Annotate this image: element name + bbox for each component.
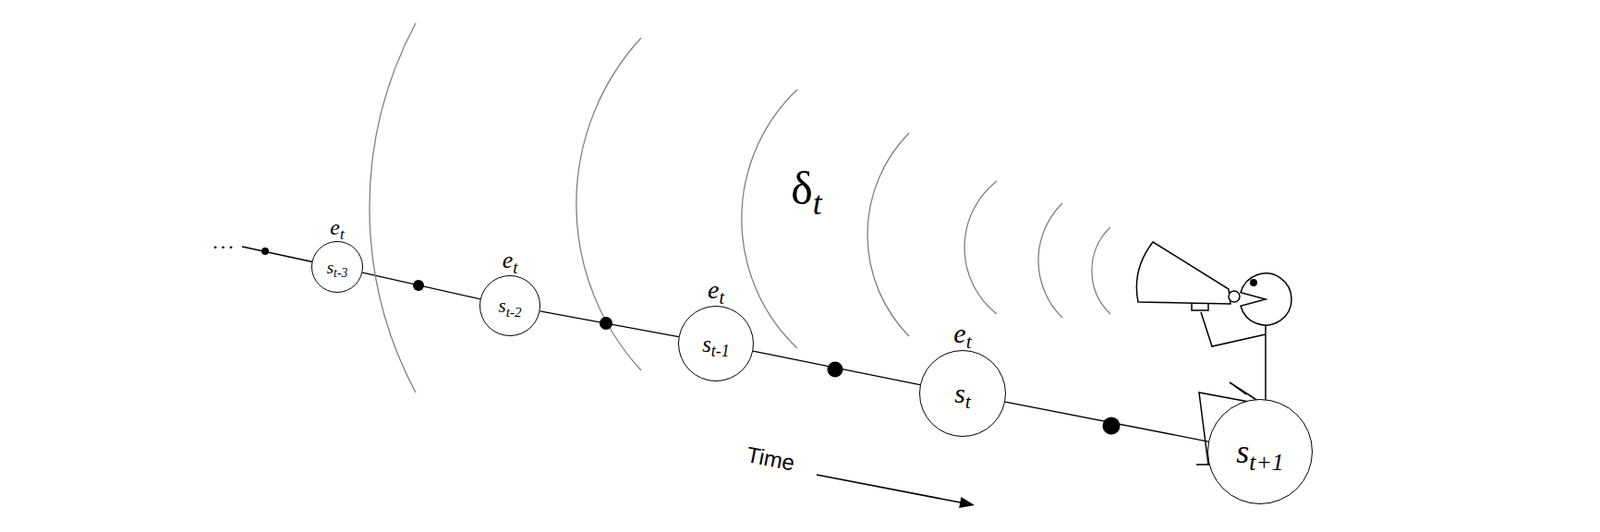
step-dot bbox=[827, 362, 844, 378]
figure-eye bbox=[1249, 278, 1258, 287]
state-circle: st+1 bbox=[1207, 399, 1313, 505]
wave-arcs bbox=[369, 23, 1111, 393]
symbol-subscript: t-2 bbox=[506, 303, 522, 319]
time-step-line bbox=[362, 272, 480, 300]
state-label: st+1 bbox=[1236, 435, 1285, 469]
time-step-line bbox=[1005, 401, 1209, 442]
state-label: st-1 bbox=[702, 332, 730, 356]
symbol-subscript: t-3 bbox=[333, 266, 348, 280]
symbol-subscript: t bbox=[339, 225, 345, 243]
step-dot bbox=[412, 279, 425, 291]
symbol-base: s bbox=[498, 294, 507, 317]
trace-label: et bbox=[329, 216, 344, 239]
symbol-base: s bbox=[702, 331, 712, 357]
time-label: Time bbox=[744, 443, 797, 475]
time-arrow-head bbox=[958, 496, 975, 509]
ellipsis: ... bbox=[212, 231, 237, 253]
symbol-base: e bbox=[502, 246, 514, 274]
symbol-subscript: t bbox=[965, 390, 971, 413]
step-dot bbox=[599, 316, 613, 330]
wave-arc bbox=[741, 89, 798, 349]
state-circle: etst-2 bbox=[479, 275, 541, 337]
state-circle: etst bbox=[919, 350, 1007, 437]
step-dot bbox=[261, 247, 269, 255]
symbol-subscript: t bbox=[966, 330, 972, 353]
wave-arc bbox=[369, 23, 416, 393]
wave-arc bbox=[964, 181, 997, 315]
symbol-subscript: t bbox=[812, 184, 823, 222]
wave-arc bbox=[867, 133, 910, 337]
state-label: st-3 bbox=[327, 258, 349, 277]
figure-body bbox=[1264, 325, 1267, 404]
symbol-base: s bbox=[327, 257, 334, 278]
symbol-base: s bbox=[954, 377, 966, 409]
symbol-base: e bbox=[707, 275, 719, 304]
state-circle: etst-1 bbox=[678, 305, 754, 382]
lead-line bbox=[242, 246, 319, 264]
megaphone-cone bbox=[1136, 242, 1231, 304]
wave-arc bbox=[1038, 203, 1063, 318]
trace-label: et bbox=[502, 248, 519, 273]
symbol-base: e bbox=[329, 215, 340, 240]
time-arrow-shaft bbox=[816, 474, 963, 504]
figure-head bbox=[1240, 273, 1292, 326]
time-step-line bbox=[539, 311, 679, 338]
symbol-subscript: t+1 bbox=[1248, 448, 1285, 476]
step-dot bbox=[1103, 417, 1121, 436]
state-circle: etst-3 bbox=[311, 241, 364, 293]
state-label: st bbox=[954, 379, 971, 408]
megaphone-mouthpiece bbox=[1228, 290, 1240, 303]
symbol-subscript: t bbox=[718, 287, 725, 308]
wave-arc bbox=[1091, 227, 1111, 315]
time-step-line bbox=[752, 351, 921, 386]
symbol-base: e bbox=[953, 317, 966, 349]
trace-label: et bbox=[953, 319, 971, 348]
symbol-base: s bbox=[1236, 433, 1249, 471]
wave-arc bbox=[576, 37, 642, 371]
trace-label: et bbox=[707, 277, 725, 304]
td-error-label: δt bbox=[790, 165, 823, 212]
symbol-base: δ bbox=[790, 162, 813, 215]
time-arrow bbox=[816, 474, 975, 509]
symbol-subscript: t bbox=[512, 257, 518, 278]
symbol-subscript: t-1 bbox=[711, 341, 730, 361]
state-label: st-2 bbox=[498, 296, 522, 316]
